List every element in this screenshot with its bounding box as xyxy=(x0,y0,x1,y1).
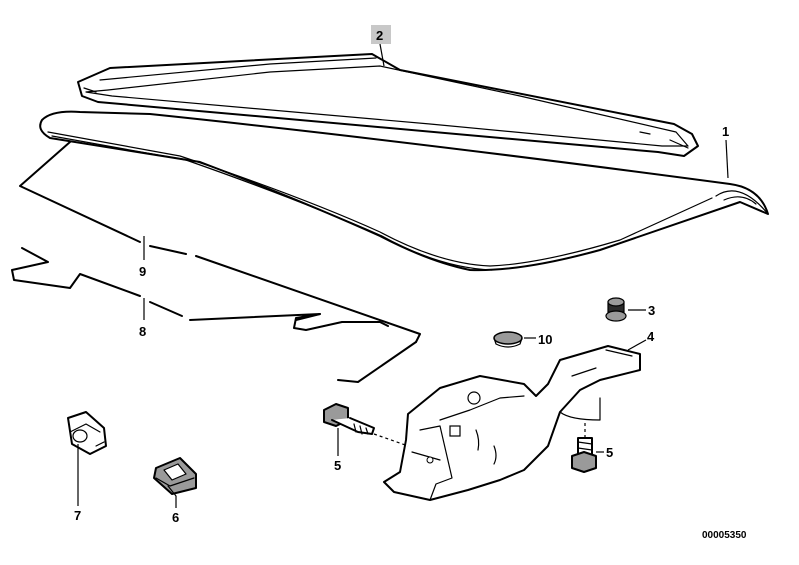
diagram-id: 00005350 xyxy=(702,530,747,541)
callout-10: 10 xyxy=(538,332,552,347)
trunk-lid xyxy=(39,110,769,272)
callout-6: 6 xyxy=(172,510,179,525)
torsion-bar-upper xyxy=(19,141,421,383)
callout-3: 3 xyxy=(648,303,655,318)
leader-lines xyxy=(77,43,729,508)
callout-2: 2 xyxy=(376,28,383,43)
callout-5-left: 5 xyxy=(334,458,341,473)
hex-bolt-right xyxy=(571,420,597,473)
callout-2-highlight xyxy=(371,25,391,44)
callout-9: 9 xyxy=(139,264,146,279)
torsion-bar-lower xyxy=(11,247,389,331)
callout-7: 7 xyxy=(74,508,81,523)
callout-4: 4 xyxy=(647,329,655,344)
rubber-buffer xyxy=(605,297,627,322)
callouts: 2 1 9 8 3 10 4 5 5 6 7 00005350 xyxy=(74,25,747,541)
clip-nut xyxy=(153,457,197,497)
hinge xyxy=(383,345,641,501)
callout-1: 1 xyxy=(722,124,729,139)
callout-5-right: 5 xyxy=(606,445,613,460)
cable-clip xyxy=(67,411,107,455)
callout-8: 8 xyxy=(139,324,146,339)
hex-bolt-left xyxy=(323,403,409,447)
trunk-lid-seal xyxy=(77,53,699,157)
plug xyxy=(493,331,523,348)
